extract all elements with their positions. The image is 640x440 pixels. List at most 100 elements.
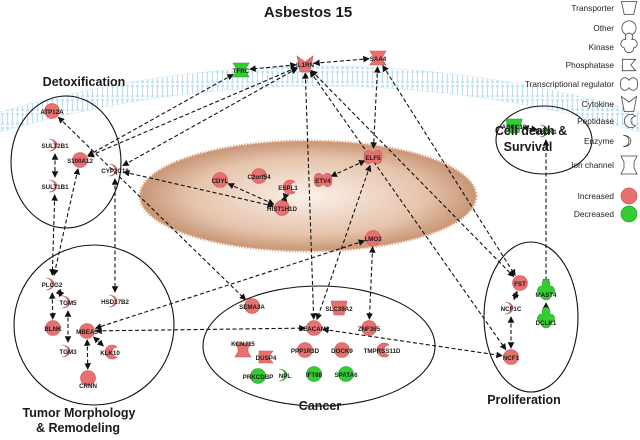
node-cdyl[interactable]: CDYL xyxy=(212,172,229,188)
other-icon xyxy=(297,342,313,358)
legend-item-phosphatase: Phosphatase xyxy=(566,58,637,72)
node-ncf1[interactable]: NCF1 xyxy=(503,349,520,365)
node-label: MAST4 xyxy=(536,292,558,299)
node-dock9[interactable]: DOCK9 xyxy=(331,342,353,358)
edge-fst-ncf1c xyxy=(511,290,520,301)
diagram-title: Asbestos 15 xyxy=(264,4,352,21)
transporter-icon xyxy=(505,118,523,134)
ion-channel-icon xyxy=(232,62,250,78)
other-icon xyxy=(503,349,519,365)
node-label: FST xyxy=(514,281,526,288)
node-sult2b1[interactable]: SULT2B1 xyxy=(41,138,69,152)
node-rbck1[interactable]: RBCK1 xyxy=(535,124,557,138)
node-tfrc[interactable]: TFRC xyxy=(232,62,250,78)
node-kcnj15[interactable]: KCNJ15 xyxy=(231,341,255,358)
legend-item-ion-channel: Ion channel xyxy=(571,155,638,175)
enzyme-icon xyxy=(108,294,118,308)
node-label: NPL xyxy=(279,373,292,380)
node-label: C2orf54 xyxy=(247,174,271,181)
other-icon xyxy=(80,370,96,386)
node-etv4[interactable]: ETV4 xyxy=(313,173,333,187)
node-label: TFRC xyxy=(233,68,250,75)
group-label-tumor-line1: Tumor Morphology xyxy=(23,406,136,420)
node-il1rn[interactable]: IL1RN xyxy=(296,55,314,73)
legend-label: Other xyxy=(593,23,614,33)
node-tgm5[interactable]: TGM5 xyxy=(59,295,77,309)
ion-channel-icon xyxy=(234,342,252,358)
legend-label: Ion channel xyxy=(571,160,614,170)
node-tmprss11d[interactable]: TMPRSS11D xyxy=(364,342,401,358)
other-icon xyxy=(365,230,381,246)
node-crnn[interactable]: CRNN xyxy=(79,370,97,391)
legend-item-increased: Increased xyxy=(578,187,638,205)
node-mast4[interactable]: MAST4 xyxy=(536,279,558,301)
group-label-cell-death-line2: Survival xyxy=(504,140,553,154)
node-saa4[interactable]: SAA4 xyxy=(369,50,387,66)
phosphatase-icon xyxy=(621,58,637,72)
node-elf5[interactable]: ELF5 xyxy=(363,150,383,164)
node-sult1b1[interactable]: SULT1B1 xyxy=(41,179,69,193)
node-label: DOCK9 xyxy=(331,348,353,355)
edge-il1rn-saa4 xyxy=(313,55,370,67)
legend-label: Transcriptional regulator xyxy=(525,79,614,89)
edge-lmo3-mbd3l4 xyxy=(94,239,366,330)
group-label-proliferation: Proliferation xyxy=(487,393,561,407)
node-label: PRKCDBP xyxy=(243,374,274,381)
node-espl1[interactable]: ESPL1 xyxy=(278,179,298,195)
other-icon xyxy=(274,200,290,216)
node-hsd17b2[interactable]: HSD17B2 xyxy=(101,294,129,308)
enzyme-icon xyxy=(504,301,514,315)
node-c2orf54[interactable]: C2orf54 xyxy=(247,168,271,184)
node-abcc10[interactable]: ABCC10 xyxy=(502,118,527,134)
legend-label: Peptidase xyxy=(577,116,614,126)
node-ceacam1[interactable]: CEACAM1 xyxy=(299,320,330,336)
node-blnk[interactable]: BLNK xyxy=(44,320,62,336)
node-znf365[interactable]: ZNF365 xyxy=(358,320,381,336)
node-mbd3l4[interactable]: MBEA5 xyxy=(76,323,98,339)
peptidase-icon xyxy=(624,114,637,128)
legend-label: Transporter xyxy=(571,3,614,13)
node-slc39a2[interactable]: SLC39A2 xyxy=(325,300,353,316)
other-icon xyxy=(72,152,88,168)
edge-atp12a-sema3a xyxy=(57,116,247,301)
legend-item-cytokine: Cytokine xyxy=(582,95,638,112)
node-label: TGM5 xyxy=(59,300,77,307)
node-ncf1c[interactable]: NCF1C xyxy=(501,301,522,315)
node-spata6[interactable]: SPATA6 xyxy=(334,366,358,382)
other-icon xyxy=(338,366,354,382)
legend-item-peptidase: Peptidase xyxy=(577,114,637,128)
enzyme-icon xyxy=(48,179,58,193)
node-tgm3[interactable]: TGM3 xyxy=(59,344,77,358)
edge-sult1b1-plcg2 xyxy=(49,194,58,276)
node-plcg2[interactable]: PLCG2 xyxy=(42,277,63,291)
node-npl[interactable]: NPL xyxy=(279,368,292,382)
node-cyp2c18[interactable]: CYP2C18 xyxy=(101,163,129,177)
node-prkcdbp[interactable]: PRKCDBP xyxy=(243,368,274,384)
node-lmo3[interactable]: LMO3 xyxy=(364,230,382,246)
other-icon xyxy=(334,342,350,358)
node-sema3a[interactable]: SEMA3A xyxy=(239,298,265,314)
edge-saa4-elf5 xyxy=(370,66,381,149)
other-icon xyxy=(212,172,228,188)
legend-label: Enzyme xyxy=(584,136,614,146)
node-klk10[interactable]: KLK10 xyxy=(100,344,120,360)
edge-abcc10-rbck1 xyxy=(522,125,538,132)
legend-label: Cytokine xyxy=(582,99,615,109)
node-dusp4[interactable]: DUSP4 xyxy=(256,350,277,364)
node-ift88[interactable]: IFT88 xyxy=(306,366,323,382)
ion-channel-icon xyxy=(369,50,387,66)
legend-label: Decreased xyxy=(574,209,615,219)
peptidase-icon xyxy=(282,179,296,195)
node-dclk1[interactable]: DCLK1 xyxy=(536,307,557,329)
legend-item-transcriptional-regulator: Transcriptional regulator xyxy=(525,77,638,91)
node-fst[interactable]: FST xyxy=(512,275,528,291)
transporter-icon xyxy=(330,300,348,316)
other-icon xyxy=(361,320,377,336)
ion-channel-icon xyxy=(620,155,638,175)
node-s100a12[interactable]: S100A12 xyxy=(67,152,93,168)
group-label-detoxification: Detoxification xyxy=(43,75,126,89)
node-atp12a[interactable]: ATP12A xyxy=(40,103,64,119)
node-label: LMO3 xyxy=(364,236,382,243)
node-ppp1r3d[interactable]: PPP1R3D xyxy=(291,342,320,358)
node-hist1h1d[interactable]: HIST1H1D xyxy=(267,200,297,216)
